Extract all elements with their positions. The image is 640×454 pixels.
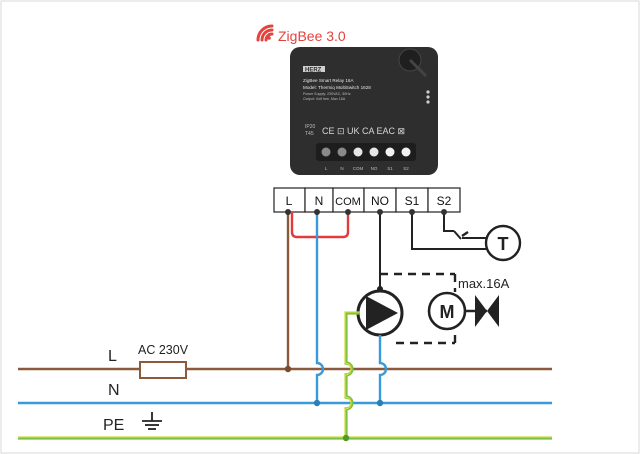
device-line1: ZigBee Smart Relay 16A	[303, 78, 354, 83]
zigbee-label: ZigBee 3.0	[278, 28, 346, 44]
junction-pump-n	[376, 399, 384, 407]
ground-icon	[142, 412, 162, 430]
terminal-label-l: L	[286, 194, 293, 208]
junction-s1	[409, 209, 415, 215]
wifi-icon	[256, 24, 274, 42]
terminal-label-no: NO	[371, 194, 389, 208]
terminal-label-s2: S2	[437, 194, 452, 208]
valve-left	[475, 295, 487, 327]
port-n	[337, 147, 347, 157]
thermostat-label: T	[498, 234, 509, 254]
relay-device: HERZ ZigBee Smart Relay 16A Model: Therm…	[290, 47, 438, 175]
svg-text:S1: S1	[387, 166, 393, 171]
label-n: N	[108, 382, 120, 399]
port-s2	[401, 147, 411, 157]
junction-n-bus	[313, 399, 321, 407]
thermostat-symbol: T	[484, 224, 522, 262]
port-s1	[385, 147, 395, 157]
port-com	[353, 147, 363, 157]
junction-l-top	[285, 209, 291, 215]
control-dashes	[380, 231, 469, 345]
pump-pe-wire	[342, 311, 360, 442]
port-no	[369, 147, 379, 157]
valve-right	[487, 295, 499, 327]
brand-mark	[303, 66, 325, 72]
terminal-label-com: COM	[335, 196, 361, 208]
fuse-label: AC 230V	[138, 343, 189, 357]
ip-rating: IP20	[305, 124, 316, 130]
port-strip	[316, 143, 416, 161]
motor-label: M	[440, 302, 455, 322]
button-slot	[408, 58, 428, 78]
label-pe: PE	[103, 417, 124, 434]
live-wire	[284, 209, 292, 373]
junction-n-top	[314, 209, 320, 215]
max-current-label: max.16A	[458, 276, 510, 291]
thermostat-wires	[411, 212, 486, 250]
svg-text:S2: S2	[403, 166, 409, 171]
terminal-block: L N COM NO S1 S2	[273, 187, 461, 213]
svg-text:L: L	[325, 166, 328, 171]
terminal-s2	[427, 187, 461, 213]
pump-neutral-wire	[378, 335, 388, 403]
neutral-wire	[313, 209, 325, 407]
junction-no	[377, 209, 383, 215]
junction-l-bus	[284, 365, 292, 373]
terminal-label-n: N	[315, 194, 324, 208]
fuse-body	[139, 361, 187, 379]
label-l: L	[108, 348, 117, 365]
port-labels: L N COM NO S1 S2	[325, 166, 410, 171]
led-dots	[426, 90, 430, 104]
svg-text:COM: COM	[353, 166, 364, 171]
bus-lines	[18, 367, 552, 440]
port-l	[321, 147, 331, 157]
fuse: AC 230V	[138, 343, 189, 379]
junction-s2	[441, 209, 447, 215]
zigbee-badge: ZigBee 3.0	[256, 24, 346, 44]
pump-symbol	[356, 289, 404, 337]
svg-text:N: N	[340, 166, 343, 171]
terminal-label-s1: S1	[405, 194, 420, 208]
pump-triangle	[366, 296, 398, 330]
device-ports	[321, 147, 411, 157]
device-line3: Power Supply: 230VAC, 50Hz	[303, 92, 351, 96]
temp-rating: T45	[305, 131, 314, 137]
cert-marks: CE ⊡ UK CA EAC ⊠	[322, 126, 405, 136]
junction-pe	[342, 434, 350, 442]
svg-text:NO: NO	[371, 166, 378, 171]
thermostat-circle	[484, 224, 522, 262]
bridge-wire	[290, 212, 350, 239]
brand-label: HERZ	[305, 68, 322, 74]
terminal-l	[273, 187, 306, 213]
device-line4: Output: Volt free, Max 16A	[303, 97, 346, 101]
device-line2: Model: Thermiq MultiSwitch 1628	[303, 85, 371, 90]
junction-com	[345, 209, 351, 215]
motor-valve-symbol: M	[427, 291, 499, 331]
